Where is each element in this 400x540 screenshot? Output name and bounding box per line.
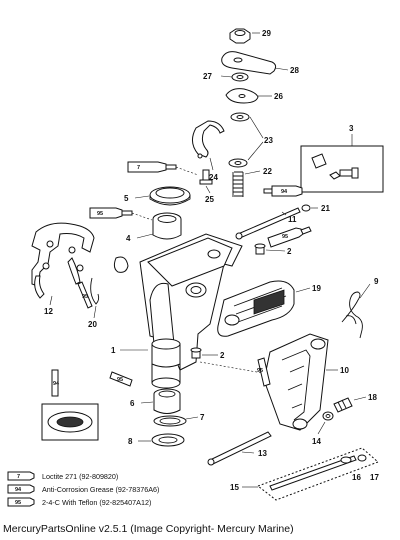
- part-12-trim-bracket[interactable]: [31, 222, 95, 299]
- svg-text:95: 95: [15, 500, 21, 506]
- part-21-washer[interactable]: [301, 204, 311, 212]
- tube-95-teflon-center[interactable]: 95: [257, 357, 271, 387]
- part-1-swivel-bracket[interactable]: [139, 233, 243, 389]
- tube-95-teflon-lower-left[interactable]: 95: [109, 371, 133, 387]
- callout-13: 13: [258, 449, 267, 458]
- copyright-caption: MercuryPartsOnline v2.5.1 (Image Copyrig…: [3, 523, 294, 535]
- svg-text:95: 95: [117, 377, 123, 383]
- tube-95-teflon-small[interactable]: 95: [77, 281, 93, 309]
- callout-3: 3: [349, 124, 354, 133]
- svg-text:7: 7: [17, 474, 20, 480]
- svg-text:95: 95: [282, 234, 288, 240]
- part-18-screw[interactable]: [333, 397, 353, 413]
- callout-6: 6: [130, 399, 135, 408]
- tube-95-teflon-left[interactable]: 95: [89, 207, 133, 219]
- part-26-plate[interactable]: [225, 88, 259, 104]
- part-20-clip[interactable]: [90, 256, 129, 305]
- tube-7-loctite-top[interactable]: 7: [127, 161, 177, 173]
- legend: 7 Loctite 271 (92-809820) 94 Anti-Corros…: [7, 471, 159, 507]
- callout-11: 11: [288, 215, 297, 224]
- part-7-seal-inset[interactable]: [41, 403, 99, 441]
- callout-26: 26: [274, 92, 283, 101]
- callout-4: 4: [126, 234, 131, 243]
- part-24-clip[interactable]: [192, 120, 225, 159]
- part-6-bushing[interactable]: [153, 388, 181, 414]
- callout-18: 18: [368, 393, 377, 402]
- part-28-arm-plate[interactable]: [221, 51, 277, 75]
- callout-19: 19: [312, 284, 321, 293]
- tube-94-grease-left[interactable]: 94: [51, 369, 60, 397]
- part-9-spring[interactable]: [341, 291, 363, 339]
- callout-16: 16: [352, 473, 361, 482]
- part-14-washer[interactable]: [322, 411, 334, 421]
- svg-text:95: 95: [257, 368, 263, 374]
- svg-text:94: 94: [15, 487, 22, 493]
- callout-22: 22: [263, 167, 272, 176]
- part-3-inset-box[interactable]: [300, 145, 384, 193]
- callout-8: 8: [128, 437, 133, 446]
- callout-9: 9: [374, 277, 379, 286]
- part-19-tilt-lever[interactable]: [217, 280, 295, 337]
- part-5-bushing[interactable]: [149, 186, 191, 206]
- svg-text:7: 7: [137, 165, 140, 171]
- callout-5: 5: [124, 194, 129, 203]
- svg-text:95: 95: [97, 211, 103, 217]
- callout-15: 15: [230, 483, 239, 492]
- callout-24: 24: [209, 173, 218, 182]
- part-2-fitting-upper[interactable]: [254, 243, 266, 255]
- callout-17: 17: [370, 473, 379, 482]
- part-13-pin[interactable]: [207, 431, 272, 466]
- part-25-fitting[interactable]: [199, 169, 213, 185]
- tube-94-grease[interactable]: 94: [263, 185, 303, 197]
- callout-1: 1: [111, 346, 116, 355]
- callout-2-lower: 2: [220, 351, 225, 360]
- part-23-washer-upper[interactable]: [230, 112, 250, 122]
- legend-row-7: 7 Loctite 271 (92-809820): [7, 471, 118, 481]
- part-7-ring-upper[interactable]: [153, 415, 187, 427]
- legend-row-95: 95 2-4-C With Teflon (92-825407A12): [7, 497, 151, 507]
- svg-text:2-4-C With Teflon (92-825407A1: 2-4-C With Teflon (92-825407A12): [42, 498, 151, 507]
- callout-20: 20: [88, 320, 97, 329]
- part-8-seal[interactable]: [151, 433, 185, 447]
- callout-2-upper: 2: [287, 247, 292, 256]
- callout-7-upper: 7: [200, 413, 205, 422]
- svg-text:94: 94: [281, 189, 288, 195]
- legend-row-94: 94 Anti-Corrosion Grease (92-78376A6): [7, 484, 159, 494]
- callout-21: 21: [321, 204, 330, 213]
- callout-12: 12: [44, 307, 53, 316]
- part-29-nut[interactable]: [229, 28, 251, 44]
- callout-27: 27: [203, 72, 212, 81]
- callout-23: 23: [264, 136, 273, 145]
- part-10-bracket[interactable]: [263, 333, 329, 431]
- svg-text:Loctite 271 (92-809820): Loctite 271 (92-809820): [42, 472, 118, 481]
- part-23-washer-lower[interactable]: [228, 158, 248, 168]
- part-22-spring[interactable]: [232, 171, 244, 197]
- tube-95-teflon-right[interactable]: 95: [267, 226, 312, 248]
- svg-text:95: 95: [82, 294, 88, 300]
- callout-29: 29: [262, 29, 271, 38]
- svg-text:94: 94: [53, 381, 60, 387]
- svg-text:Anti-Corrosion Grease (92-7837: Anti-Corrosion Grease (92-78376A6): [42, 485, 159, 494]
- part-27-washer[interactable]: [231, 72, 249, 82]
- callout-28: 28: [290, 66, 299, 75]
- part-11-shaft[interactable]: [235, 207, 301, 240]
- callout-10: 10: [340, 366, 349, 375]
- callout-25: 25: [205, 195, 214, 204]
- part-2-fitting-lower[interactable]: [190, 347, 202, 359]
- part-15-tilt-tube-kit[interactable]: [256, 447, 379, 501]
- callout-14: 14: [312, 437, 321, 446]
- part-4-bushing[interactable]: [152, 212, 182, 240]
